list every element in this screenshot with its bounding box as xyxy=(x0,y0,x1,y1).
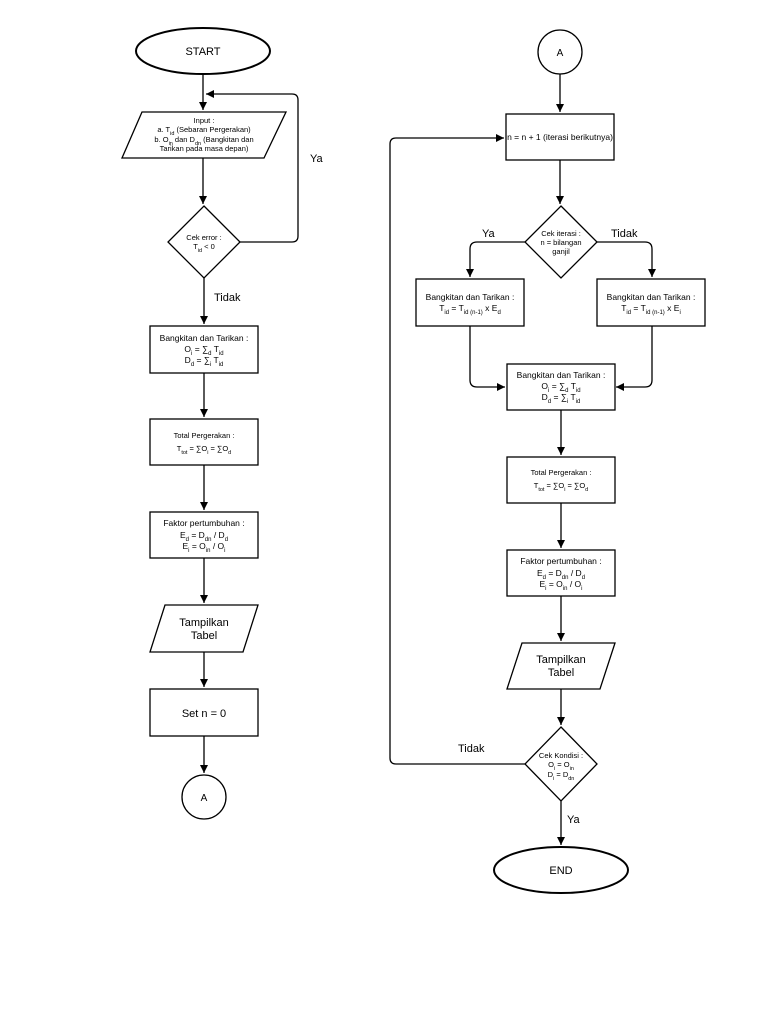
input-parallelogram: Input : a. Tid (Sebaran Pergerakan) b. O… xyxy=(121,111,288,159)
faktor-pertumbuhan-process: Faktor pertumbuhan : Ed = Ddn / Dd Ei = … xyxy=(149,511,259,559)
check-condition-diamond: Cek Kondisi : Oi = Oin Di = Ddn xyxy=(524,726,598,802)
tampilkan-right-line2: Tabel xyxy=(548,667,574,679)
connector-a-left-label: A xyxy=(201,793,208,804)
bangkitan-ed-title: Bangkitan dan Tarikan : xyxy=(426,292,515,302)
iterate-label: n = n + 1 (iterasi berikutnya) xyxy=(507,132,613,142)
left-flow: START Input : a. Tid (Sebaran Pergerakan… xyxy=(121,27,324,820)
label-yes-error: Ya xyxy=(310,153,324,165)
bangkitan-merge-title: Bangkitan dan Tarikan : xyxy=(517,370,606,380)
tampilkan-right-line1: Tampilkan xyxy=(536,654,586,666)
end-label: END xyxy=(549,865,572,877)
check-iter-line2: n = bilangan xyxy=(540,238,581,247)
bangkitan-d-formula: Dd = ∑i Tid xyxy=(185,355,224,368)
bangkitan-ei-title: Bangkitan dan Tarikan : xyxy=(607,292,696,302)
right-flow: A n = n + 1 (iterasi berikutnya) Cek ite… xyxy=(389,29,706,894)
total-pergerakan-process: Total Pergerakan : Ttot = ∑Oi = ∑Od xyxy=(149,418,259,466)
label-yes-iter: Ya xyxy=(482,228,496,240)
input-line-b: b. Oin dan Ddn (Bangkitan dan xyxy=(154,135,253,147)
faktor-pertumbuhan-right-process: Faktor pertumbuhan : Ed = Ddn / Dd Ei = … xyxy=(506,549,616,597)
check-error-diamond: Cek error : Tid < 0 xyxy=(167,205,241,279)
connector-a-right: A xyxy=(537,29,583,75)
set-n-label: Set n = 0 xyxy=(182,708,226,720)
check-iter-line3: ganjil xyxy=(552,247,570,256)
faktor-right-title: Faktor pertumbuhan : xyxy=(520,556,601,566)
check-cond-o: Oi = Oin xyxy=(548,760,574,772)
faktor-ed-formula: Ed = Ddn / Dd xyxy=(180,530,228,543)
check-iteration-diamond: Cek iterasi : n = bilangan ganjil xyxy=(524,205,598,279)
check-iter-line1: Cek iterasi : xyxy=(541,229,581,238)
input-line-a: a. Tid (Sebaran Pergerakan) xyxy=(157,125,251,137)
tampilkan-tabel-output: Tampilkan Tabel xyxy=(149,604,259,653)
total-right-formula: Ttot = ∑Oi = ∑Od xyxy=(534,481,588,493)
check-error-title: Cek error : xyxy=(186,233,221,242)
input-title: Input : xyxy=(194,116,215,125)
arrow-ei-merge xyxy=(616,326,653,391)
label-yes-cond: Ya xyxy=(567,814,581,826)
arrow-iter-no xyxy=(597,241,656,277)
arrow-iter-yes xyxy=(466,241,525,277)
bangkitan-o-formula: Oi = ∑d Tid xyxy=(184,344,223,357)
connector-a-left: A xyxy=(181,774,227,820)
tampilkan-line1: Tampilkan xyxy=(179,617,229,629)
total-title: Total Pergerakan : xyxy=(174,431,235,440)
total-right-title: Total Pergerakan : xyxy=(531,468,592,477)
faktor-right-ei-formula: Ei = Oin / Oi xyxy=(539,579,582,592)
bangkitan-merge-d-formula: Dd = ∑i Tid xyxy=(542,392,581,405)
start-terminator: START xyxy=(135,27,271,75)
check-error-condition: Tid < 0 xyxy=(193,242,215,254)
end-terminator: END xyxy=(493,846,629,894)
label-no-error: Tidak xyxy=(214,292,241,304)
bangkitan-ei-process: Bangkitan dan Tarikan : Tid = Tid (n-1) … xyxy=(596,278,706,327)
connector-a-right-label: A xyxy=(557,48,564,59)
arrow-error-yes-loop xyxy=(206,90,299,243)
iterate-process: n = n + 1 (iterasi berikutnya) xyxy=(505,113,615,161)
total-formula: Ttot = ∑Oi = ∑Od xyxy=(177,444,231,456)
bangkitan-ed-process: Bangkitan dan Tarikan : Tid = Tid (n-1) … xyxy=(415,278,525,327)
bangkitan-title: Bangkitan dan Tarikan : xyxy=(160,333,249,343)
check-cond-title: Cek Kondisi : xyxy=(539,751,583,760)
bangkitan-merge-o-formula: Oi = ∑d Tid xyxy=(541,381,580,394)
bangkitan-ei-formula: Tid = Tid (n-1) x Ei xyxy=(621,303,681,316)
check-cond-d: Di = Ddn xyxy=(548,770,575,782)
input-line-c: Tarikan pada masa depan) xyxy=(160,144,249,153)
faktor-title: Faktor pertumbuhan : xyxy=(163,518,244,528)
faktor-right-ed-formula: Ed = Ddn / Dd xyxy=(537,568,585,581)
faktor-ei-formula: Ei = Oin / Oi xyxy=(182,541,225,554)
set-n-process: Set n = 0 xyxy=(149,688,259,737)
arrow-ed-merge xyxy=(469,326,505,391)
total-pergerakan-right-process: Total Pergerakan : Ttot = ∑Oi = ∑Od xyxy=(506,456,616,504)
tampilkan-line2: Tabel xyxy=(191,630,217,642)
label-no-iter: Tidak xyxy=(611,228,638,240)
start-label: START xyxy=(185,46,220,58)
bangkitan-merge-process: Bangkitan dan Tarikan : Oi = ∑d Tid Dd =… xyxy=(506,363,616,411)
label-no-cond: Tidak xyxy=(458,743,485,755)
bangkitan-ed-formula: Tid = Tid (n-1) x Ed xyxy=(439,303,501,316)
tampilkan-tabel-right-output: Tampilkan Tabel xyxy=(506,642,616,690)
arrow-cond-no-loop xyxy=(389,134,525,765)
bangkitan-process: Bangkitan dan Tarikan : Oi = ∑d Tid Dd =… xyxy=(149,325,259,374)
